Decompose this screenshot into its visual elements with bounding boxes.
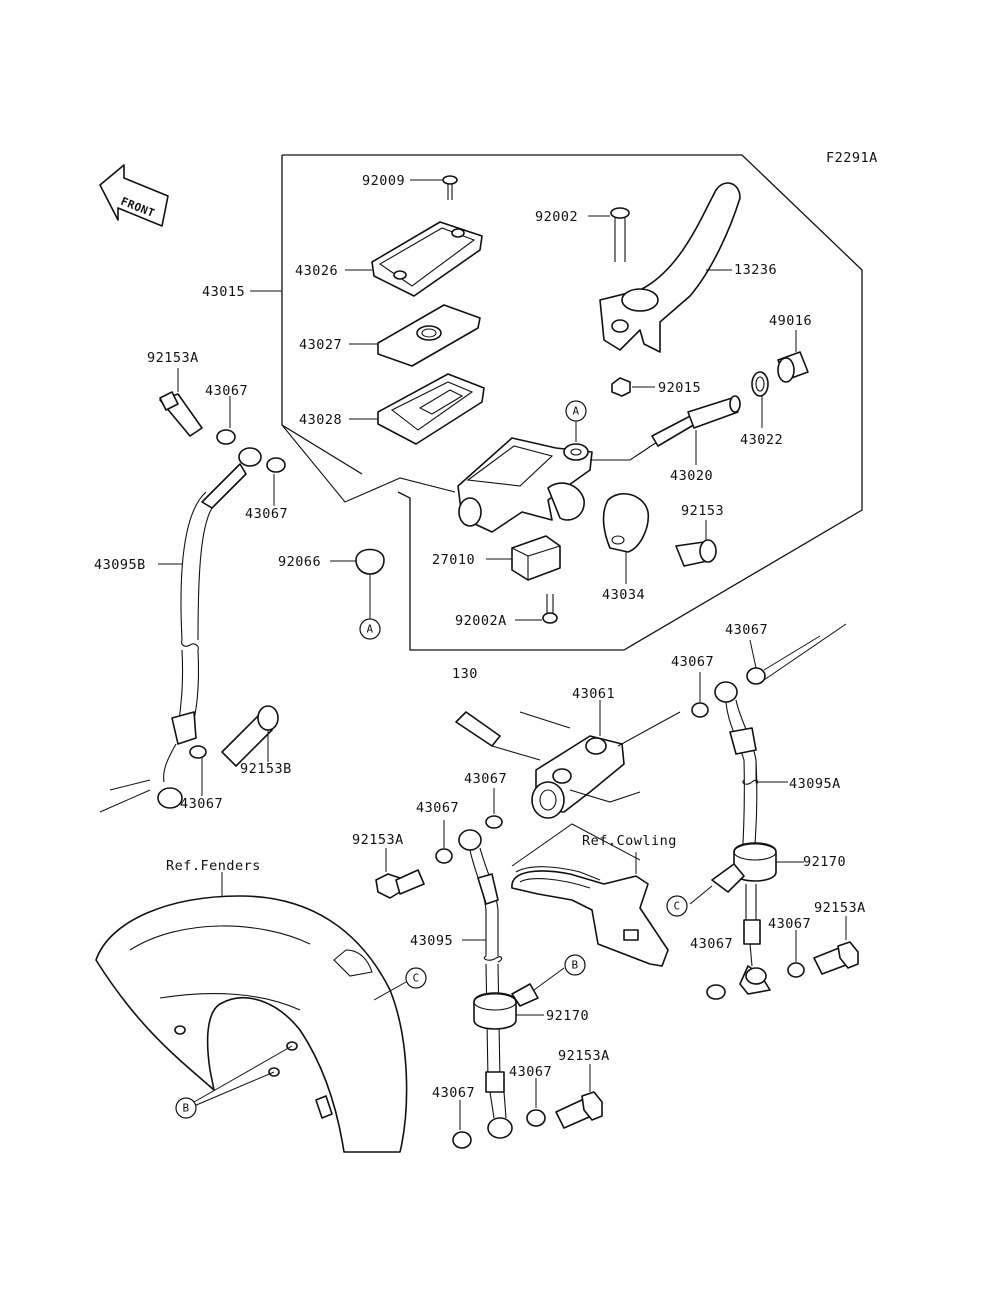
front-arrow-icon: FRONT xyxy=(99,164,169,227)
washer-43067-d xyxy=(691,702,709,718)
piston-kit-43020 xyxy=(651,395,741,465)
ref-fenders: Ref.Fenders xyxy=(166,858,261,874)
washer-43067-e xyxy=(485,815,503,829)
label-43022: 43022 xyxy=(740,432,783,448)
label-43067-d: 43067 xyxy=(671,654,714,670)
callout-c-right-label: C xyxy=(673,900,680,913)
assembly-frame-link xyxy=(281,424,456,503)
pivot-bolt-92002 xyxy=(588,207,630,262)
callout-a-top-label: A xyxy=(572,405,579,418)
label-43067-k: 43067 xyxy=(432,1085,475,1101)
brake-lever-13236 xyxy=(599,182,741,353)
label-92066: 92066 xyxy=(278,554,321,570)
label-92009: 92009 xyxy=(362,173,405,189)
bolt-92153 xyxy=(675,520,717,567)
label-43095b: 43095B xyxy=(94,557,146,573)
label-43067-j: 43067 xyxy=(509,1064,552,1080)
callout-a-top: A xyxy=(565,400,587,422)
label-49016: 49016 xyxy=(769,313,812,329)
label-43028: 43028 xyxy=(299,412,342,428)
callout-b-mid: B xyxy=(564,954,586,976)
label-27010: 27010 xyxy=(432,552,475,568)
washer-43067-g xyxy=(435,848,453,864)
section-number: 130 xyxy=(452,666,478,682)
dust-boot-49016 xyxy=(777,330,809,383)
washer-43067-i xyxy=(787,962,805,978)
washer-43067-h xyxy=(706,984,726,1000)
ref-cowling: Ref.Cowling xyxy=(582,833,677,849)
label-92002: 92002 xyxy=(535,209,578,225)
nut-92015 xyxy=(611,377,655,397)
label-43026: 43026 xyxy=(295,263,338,279)
washer-43067-f xyxy=(746,667,766,685)
callout-b-mid-label: B xyxy=(571,959,578,972)
callout-a-bottom: A xyxy=(359,618,381,640)
circlip-43022 xyxy=(751,371,769,428)
brake-hose-43095b xyxy=(99,447,262,813)
diagram-code: F2291A xyxy=(826,150,878,166)
label-43067-g: 43067 xyxy=(416,800,459,816)
label-92015: 92015 xyxy=(658,380,701,396)
holder-clamp-43034 xyxy=(602,492,650,584)
diaphragm-plate-43027 xyxy=(349,304,481,367)
label-92170-right: 92170 xyxy=(803,854,846,870)
screw-92009 xyxy=(410,175,458,200)
brake-hose-43095 xyxy=(458,829,513,1139)
label-92153a-mid: 92153A xyxy=(352,832,404,848)
label-92002a: 92002A xyxy=(455,613,507,629)
washer-43067-c xyxy=(189,745,207,759)
banjo-bolt-92153a-top xyxy=(159,368,203,437)
hose-43095a-lower xyxy=(739,884,771,995)
label-43095: 43095 xyxy=(410,933,453,949)
callout-c-fender: C xyxy=(405,967,427,989)
brake-switch-27010 xyxy=(486,535,561,581)
label-92153b: 92153B xyxy=(240,761,292,777)
brake-hose-43095a xyxy=(714,623,847,861)
clamp-92170-mid xyxy=(473,967,565,1030)
label-43015: 43015 xyxy=(202,284,245,300)
label-43067-c: 43067 xyxy=(725,622,768,638)
label-92170-mid: 92170 xyxy=(546,1008,589,1024)
banjo-bolt-92153a-right xyxy=(813,916,859,975)
washer-43067-k xyxy=(452,1131,472,1149)
banjo-bolt-92153b xyxy=(221,705,279,767)
washer-43067-b xyxy=(266,457,286,473)
label-13236: 13236 xyxy=(734,262,777,278)
label-92153a-right: 92153A xyxy=(814,900,866,916)
label-43061: 43061 xyxy=(572,686,615,702)
cap-92066 xyxy=(330,548,385,620)
master-cylinder-body xyxy=(457,420,661,533)
label-92153a-top: 92153A xyxy=(147,350,199,366)
callout-c-fender-label: C xyxy=(412,972,419,985)
banjo-bolt-92153a-bottom xyxy=(555,1064,603,1129)
diaphragm-43028 xyxy=(349,373,485,445)
label-43067-i: 43067 xyxy=(690,936,733,952)
cowling-bracket xyxy=(511,823,669,967)
label-43067-f: 43067 xyxy=(180,796,223,812)
clamp-92170-right xyxy=(689,842,804,905)
callout-b-fender: B xyxy=(175,1097,197,1119)
reservoir-cap-43026 xyxy=(345,221,483,297)
screw-92002a xyxy=(515,594,558,624)
joint-43061 xyxy=(455,700,681,819)
label-43067-e: 43067 xyxy=(464,771,507,787)
callout-c-right: C xyxy=(666,895,688,917)
label-43020: 43020 xyxy=(670,468,713,484)
fender xyxy=(95,872,408,1153)
banjo-bolt-92153a-mid xyxy=(375,848,425,899)
label-43067-h: 43067 xyxy=(768,916,811,932)
washer-43067-a xyxy=(216,429,236,445)
label-43067-b: 43067 xyxy=(245,506,288,522)
washer-43067-j xyxy=(526,1109,546,1127)
callout-b-fender-label: B xyxy=(182,1102,189,1115)
callout-a-bottom-label: A xyxy=(366,623,373,636)
label-92153a-bottom: 92153A xyxy=(558,1048,610,1064)
label-92153: 92153 xyxy=(681,503,724,519)
label-43027: 43027 xyxy=(299,337,342,353)
label-43095a: 43095A xyxy=(789,776,841,792)
label-43067-a: 43067 xyxy=(205,383,248,399)
label-43034: 43034 xyxy=(602,587,645,603)
